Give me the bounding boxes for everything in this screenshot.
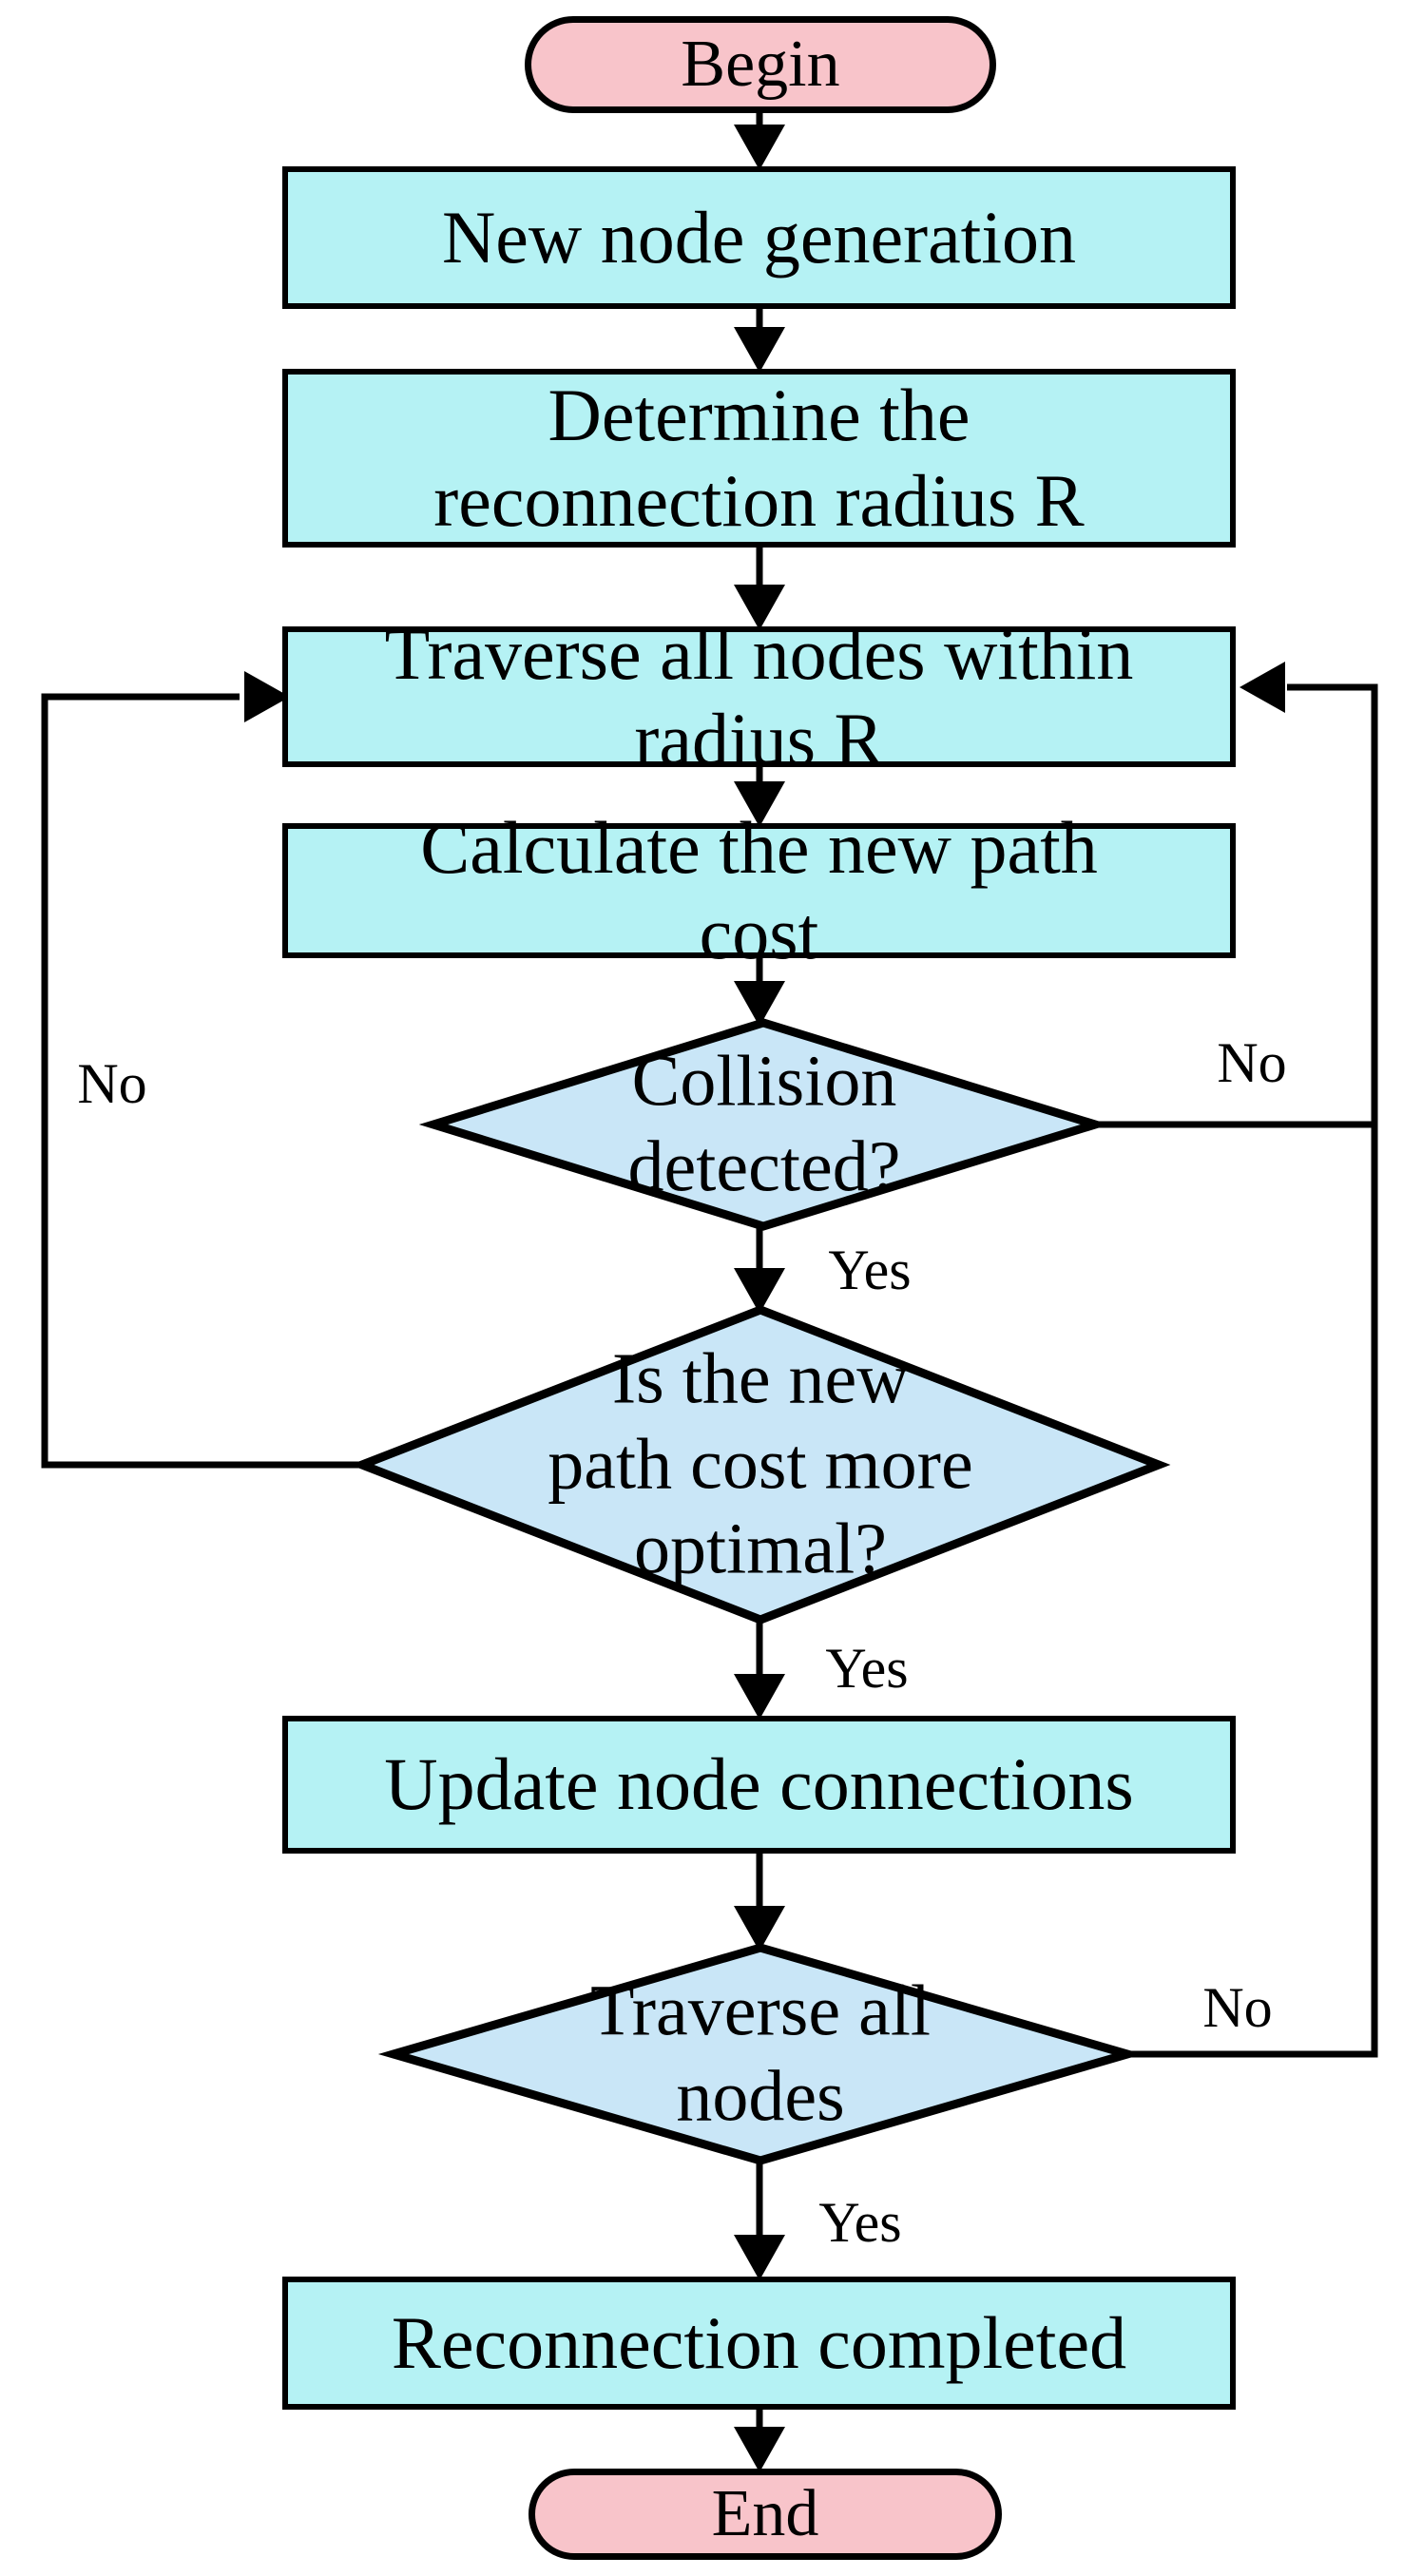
edge-optimal-no-rail [41, 693, 362, 1469]
node-begin: Begin [525, 16, 996, 113]
node-new-node-generation-label: New node generation [441, 195, 1077, 279]
cost-more-optimal-line2: path cost more [548, 1424, 973, 1505]
label-collision-no: No [1211, 1032, 1293, 1093]
node-traverse-within-radius-line2: radius R [634, 698, 884, 780]
label-traverse-no: No [1197, 1977, 1278, 2038]
node-traverse-within-radius: Traverse all nodes within radius R [282, 612, 1236, 780]
collision-detected-diamond [418, 1018, 1110, 1231]
traverse-all-nodes-diamond [377, 1943, 1144, 2165]
node-determine-radius: Determine the reconnection radius R [282, 369, 1236, 548]
arrowhead-collision [734, 981, 785, 1027]
node-update-connections-label: Update node connections [384, 1742, 1134, 1826]
collision-detected-line2: detected? [627, 1126, 901, 1206]
label-collision-yes: Yes [822, 1240, 917, 1300]
arrowhead-traverse-top [734, 585, 785, 630]
arrowhead-determine [734, 327, 785, 373]
node-end: End [529, 2469, 1002, 2560]
node-calculate-cost: Calculate the new path cost [282, 806, 1236, 974]
node-begin-label: Begin [681, 28, 840, 102]
node-calculate-cost-line1: Calculate the new path [420, 805, 1098, 889]
arrowhead-update [734, 1674, 785, 1720]
cost-more-optimal-line1: Is the new [611, 1338, 910, 1419]
node-new-node-generation: New node generation [282, 166, 1236, 309]
node-end-label: End [711, 2477, 819, 2551]
node-update-connections: Update node connections [282, 1716, 1236, 1854]
node-reconnection-completed-label: Reconnection completed [391, 2300, 1127, 2384]
collision-detected-line1: Collision [631, 1041, 897, 1122]
node-reconnection-completed: Reconnection completed [282, 2277, 1236, 2410]
node-calculate-cost-line2: cost [699, 892, 819, 974]
cost-more-optimal-text: Is the new path cost more optimal? [548, 1336, 972, 1592]
traverse-all-nodes-line2: nodes [676, 2056, 845, 2136]
arrowhead-optimal [734, 1268, 785, 1314]
arrowhead-reconnection [734, 2235, 785, 2280]
arrowhead-traverse-left [244, 671, 290, 722]
node-traverse-within-radius-line1: Traverse all nodes within [384, 611, 1134, 695]
label-traverse-yes: Yes [813, 2192, 908, 2253]
edge-traverseall-no-rail [1127, 683, 1378, 2058]
label-optimal-no: No [71, 1053, 153, 1114]
collision-detected-text: Collision detected? [628, 1039, 901, 1209]
arrowhead-traverse-right [1240, 662, 1285, 713]
cost-more-optimal-diamond [350, 1305, 1171, 1624]
cost-more-optimal-line3: optimal? [634, 1509, 887, 1589]
arrowhead-newnode [734, 125, 785, 170]
node-determine-radius-line1: Determine the [548, 373, 971, 456]
traverse-all-nodes-text: Traverse all nodes [590, 1969, 931, 2139]
label-optimal-yes: Yes [819, 1638, 914, 1699]
node-determine-radius-line2: reconnection radius R [433, 459, 1085, 542]
arrowhead-calculate [734, 781, 785, 827]
arrowhead-traverseall [734, 1906, 785, 1951]
traverse-all-nodes-line1: Traverse all [589, 1970, 932, 2051]
arrowhead-end [734, 2427, 785, 2472]
